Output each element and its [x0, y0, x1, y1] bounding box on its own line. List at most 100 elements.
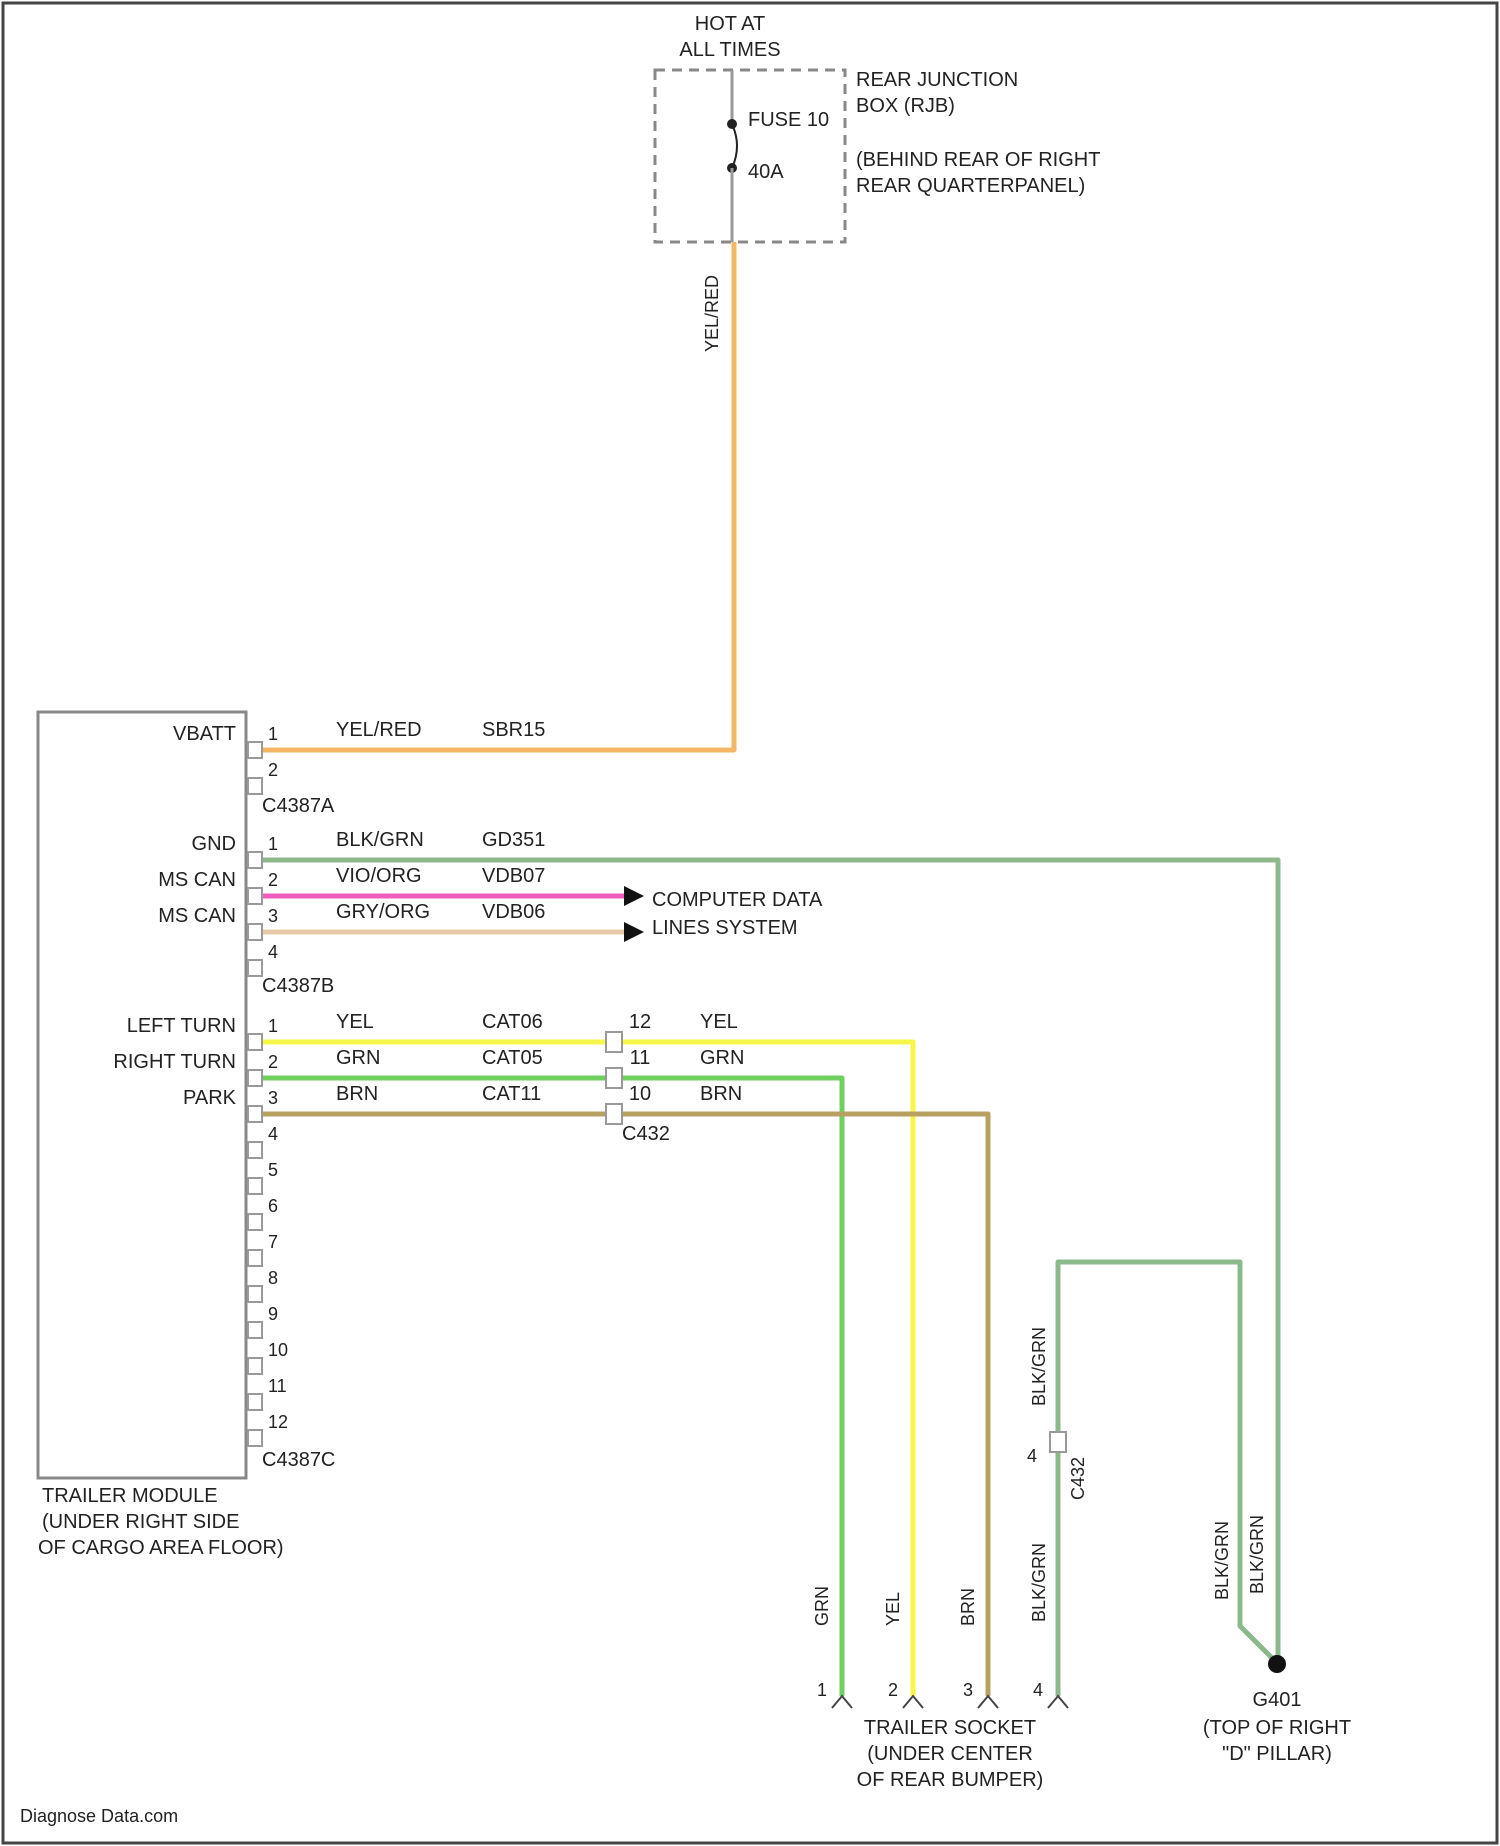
- connector-c4387c: C4387C: [262, 1449, 335, 1471]
- connector-c4387a: C4387A: [262, 795, 335, 817]
- socket-wire-color-label: YEL: [883, 1592, 903, 1626]
- module-pin-number: 2: [268, 760, 278, 780]
- module-pin-number: 3: [268, 906, 278, 926]
- g401-name: G401: [1253, 1689, 1302, 1711]
- module-terminal: [248, 1106, 262, 1122]
- wire-color-label: GRN: [336, 1047, 380, 1069]
- power-wire-color-label: YEL/RED: [702, 275, 722, 352]
- socket-terminal: [903, 1696, 923, 1708]
- ms-can-arrow-2: [624, 922, 644, 942]
- module-signal-label: MS CAN: [158, 869, 236, 891]
- socket-pin-number: 2: [888, 1680, 898, 1700]
- g401-location-line2: "D" PILLAR): [1222, 1743, 1332, 1765]
- module-terminal: [248, 1214, 262, 1230]
- fuse-symbol: [732, 124, 737, 168]
- socket-pin-number: 4: [1033, 1680, 1043, 1700]
- computer-data-label-line1: COMPUTER DATA: [652, 889, 823, 911]
- module-pin-number: 9: [268, 1304, 278, 1324]
- rjb-name-line2: BOX (RJB): [856, 95, 955, 117]
- circuit-id-label: GD351: [482, 829, 545, 851]
- trailer-socket-name-line1: TRAILER SOCKET: [864, 1717, 1036, 1739]
- g401-location-line1: (TOP OF RIGHT: [1203, 1717, 1351, 1739]
- module-pin-number: 1: [268, 1016, 278, 1036]
- rjb-location-line1: (BEHIND REAR OF RIGHT: [856, 149, 1100, 171]
- module-signal-label: MS CAN: [158, 905, 236, 927]
- c432-terminal: [606, 1104, 622, 1124]
- socket-terminal: [1048, 1696, 1068, 1708]
- module-terminal: [248, 852, 262, 868]
- wire-color-label: YEL: [336, 1011, 374, 1033]
- module-terminal: [248, 1034, 262, 1050]
- module-pin-number: 3: [268, 1088, 278, 1108]
- fuse-label: FUSE 10: [748, 109, 829, 131]
- module-terminal: [248, 1322, 262, 1338]
- c432-pin-number: 10: [629, 1083, 651, 1105]
- module-pin-number: 1: [268, 834, 278, 854]
- module-terminal: [248, 1178, 262, 1194]
- module-terminal: [248, 1430, 262, 1446]
- ground-wire-lower-color: BLK/GRN: [1029, 1543, 1049, 1622]
- c432-terminal: [606, 1068, 622, 1088]
- module-terminal: [248, 1286, 262, 1302]
- circuit-id-label: CAT06: [482, 1011, 543, 1033]
- wires: [258, 242, 1278, 1696]
- fuse-rating: 40A: [748, 161, 784, 183]
- module-terminal: [248, 1250, 262, 1266]
- c432-ground-connector-label: C432: [1068, 1457, 1088, 1500]
- module-signal-label: VBATT: [173, 723, 236, 745]
- module-terminal: [248, 742, 262, 758]
- c432-wire-color-label: BRN: [700, 1083, 742, 1105]
- ground-wire-upper-color: BLK/GRN: [1029, 1327, 1049, 1406]
- module-pin-number: 10: [268, 1340, 288, 1360]
- c432-terminal: [606, 1032, 622, 1052]
- ms-can-arrow-1: [624, 886, 644, 906]
- trailer-socket-name-line2: (UNDER CENTER: [867, 1743, 1033, 1765]
- rear-junction-box-outline: [655, 70, 845, 242]
- trailer-socket-name-line3: OF REAR BUMPER): [857, 1769, 1044, 1791]
- connector-c4387b: C4387B: [262, 975, 334, 997]
- wire-color-label: BRN: [336, 1083, 378, 1105]
- wire-park-brn: [258, 1114, 988, 1696]
- module-pin-number: 5: [268, 1160, 278, 1180]
- wire-vbatt-yel-red: [258, 242, 734, 750]
- c432-pin-number: 12: [629, 1011, 651, 1033]
- computer-data-label-line2: LINES SYSTEM: [652, 917, 798, 939]
- wire-color-label: VIO/ORG: [336, 865, 422, 887]
- c432-pin-number: 11: [630, 1047, 651, 1069]
- wire-color-label: YEL/RED: [336, 719, 422, 741]
- module-pin-number: 6: [268, 1196, 278, 1216]
- module-signal-label: LEFT TURN: [127, 1015, 236, 1037]
- module-pin-number: 12: [268, 1412, 288, 1432]
- module-terminal: [248, 960, 262, 976]
- module-pin-number: 2: [268, 1052, 278, 1072]
- socket-pin-number: 1: [817, 1680, 827, 1700]
- module-pin-number: 4: [268, 1124, 278, 1144]
- circuit-id-label: VDB07: [482, 865, 545, 887]
- socket-wire-color-label: GRN: [812, 1586, 832, 1626]
- socket-pin-number: 3: [963, 1680, 973, 1700]
- g401-ground-point: [1268, 1655, 1286, 1673]
- module-pin-number: 1: [268, 724, 278, 744]
- module-signal-label: RIGHT TURN: [113, 1051, 236, 1073]
- module-pin-number: 4: [268, 942, 278, 962]
- module-pin-number: 2: [268, 870, 278, 890]
- socket-wire-color-label: BRN: [958, 1588, 978, 1626]
- trailer-module-name-line3: OF CARGO AREA FLOOR): [38, 1537, 284, 1559]
- trailer-module-name-line1: TRAILER MODULE: [42, 1485, 218, 1507]
- c432-wire-color-label: GRN: [700, 1047, 744, 1069]
- wire-color-label: GRY/ORG: [336, 901, 430, 923]
- circuit-id-label: VDB06: [482, 901, 545, 923]
- module-signal-label: PARK: [183, 1087, 237, 1109]
- module-terminal: [248, 778, 262, 794]
- module-terminal: [248, 1394, 262, 1410]
- circuit-id-label: SBR15: [482, 719, 545, 741]
- module-signal-label: GND: [192, 833, 236, 855]
- all-times-label: ALL TIMES: [679, 39, 780, 61]
- module-terminal: [248, 888, 262, 904]
- circuit-id-label: CAT11: [482, 1083, 541, 1105]
- c432-wire-color-label: YEL: [700, 1011, 738, 1033]
- module-terminal: [248, 1358, 262, 1374]
- rjb-location-line2: REAR QUARTERPANEL): [856, 175, 1085, 197]
- module-pin-number: 8: [268, 1268, 278, 1288]
